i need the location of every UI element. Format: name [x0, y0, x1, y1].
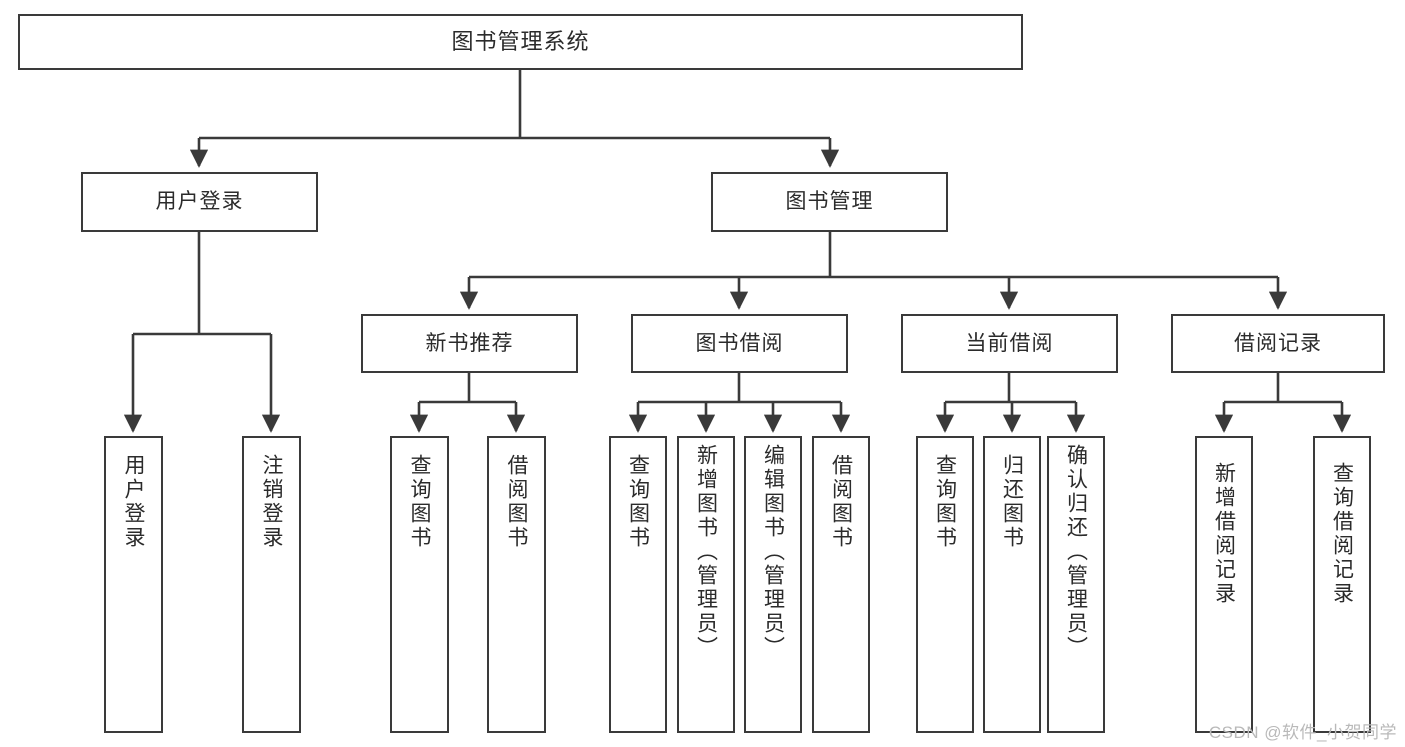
node-book-borrow[interactable]: 图书借阅 — [631, 314, 848, 373]
node-leaf-borrow-query-book[interactable]: 查询图书 — [609, 436, 667, 733]
node-leaf-add-borrow-record-label: 新增借阅记录 — [1212, 462, 1236, 606]
node-leaf-query-borrow-record[interactable]: 查询借阅记录 — [1313, 436, 1371, 733]
node-leaf-borrow-book[interactable]: 借阅图书 — [812, 436, 870, 733]
node-leaf-return-book[interactable]: 归还图书 — [983, 436, 1041, 733]
node-leaf-user-login[interactable]: 用户登录 — [104, 436, 163, 733]
node-borrow-record[interactable]: 借阅记录 — [1171, 314, 1385, 373]
node-leaf-query-borrow-record-label: 查询借阅记录 — [1330, 462, 1354, 606]
node-book-borrow-label: 图书借阅 — [695, 331, 784, 355]
node-leaf-recommend-query-book-label: 查询图书 — [408, 454, 431, 550]
node-leaf-return-book-label: 归还图书 — [1000, 454, 1024, 550]
node-current-borrow-label: 当前借阅 — [965, 331, 1054, 355]
node-leaf-add-book-admin-label: 新增图书（管理员） — [694, 444, 718, 660]
node-leaf-edit-book-admin-label: 编辑图书（管理员） — [761, 444, 785, 660]
watermark: CSDN @软件_小贺同学 — [1208, 723, 1397, 742]
node-leaf-user-login-label: 用户登录 — [122, 454, 145, 550]
node-root-system-label: 图书管理系统 — [451, 28, 590, 54]
node-leaf-current-query-book[interactable]: 查询图书 — [916, 436, 974, 733]
node-leaf-logout[interactable]: 注销登录 — [242, 436, 301, 733]
node-leaf-edit-book-admin[interactable]: 编辑图书（管理员） — [744, 436, 802, 733]
node-leaf-confirm-return-admin-label: 确认归还（管理员） — [1064, 444, 1088, 660]
node-root-system[interactable]: 图书管理系统 — [18, 14, 1023, 70]
node-leaf-add-book-admin[interactable]: 新增图书（管理员） — [677, 436, 735, 733]
node-leaf-confirm-return-admin[interactable]: 确认归还（管理员） — [1047, 436, 1105, 733]
node-book-manage-label: 图书管理 — [785, 190, 874, 214]
node-current-borrow[interactable]: 当前借阅 — [901, 314, 1118, 373]
node-user-login[interactable]: 用户登录 — [81, 172, 318, 232]
node-leaf-recommend-query-book[interactable]: 查询图书 — [390, 436, 449, 733]
node-leaf-recommend-borrow-book[interactable]: 借阅图书 — [487, 436, 546, 733]
node-leaf-add-borrow-record[interactable]: 新增借阅记录 — [1195, 436, 1253, 733]
node-leaf-current-query-book-label: 查询图书 — [933, 454, 957, 550]
node-leaf-borrow-book-label: 借阅图书 — [829, 454, 853, 550]
node-leaf-recommend-borrow-book-label: 借阅图书 — [505, 454, 528, 550]
node-user-login-label: 用户登录 — [155, 190, 244, 214]
node-leaf-logout-label: 注销登录 — [260, 454, 283, 550]
node-borrow-record-label: 借阅记录 — [1234, 331, 1322, 355]
node-new-book-recommend[interactable]: 新书推荐 — [361, 314, 578, 373]
node-leaf-borrow-query-book-label: 查询图书 — [626, 454, 650, 550]
node-new-book-recommend-label: 新书推荐 — [425, 331, 514, 355]
node-book-manage[interactable]: 图书管理 — [711, 172, 948, 232]
